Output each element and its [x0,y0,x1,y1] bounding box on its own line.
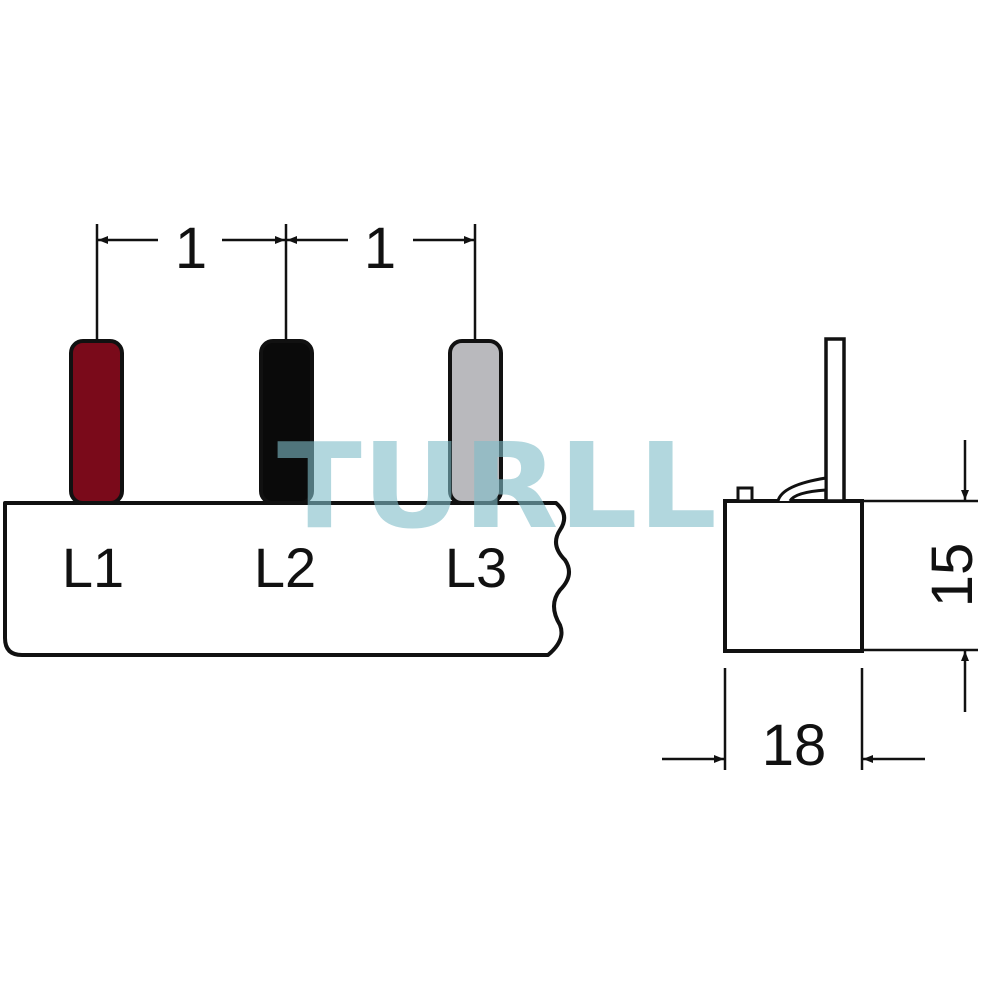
pin-label-l1: L1 [62,536,124,599]
width-label: 18 [762,713,827,778]
busbar-body [3,501,571,657]
pitch-label-2: 1 [364,216,396,281]
pin-l1 [69,339,124,505]
pin-l1-shaft [69,339,124,505]
pin-label-l3: L3 [445,536,507,599]
pin-label-l2: L2 [254,536,316,599]
side-view-clip [776,476,828,502]
side-view-pin [824,337,846,503]
side-view-tab [736,486,754,503]
pitch-label-1: 1 [175,216,207,281]
watermark: TURLL [277,417,717,555]
side-view [723,337,864,653]
height-label: 15 [920,543,985,608]
side-view-body [723,499,864,653]
